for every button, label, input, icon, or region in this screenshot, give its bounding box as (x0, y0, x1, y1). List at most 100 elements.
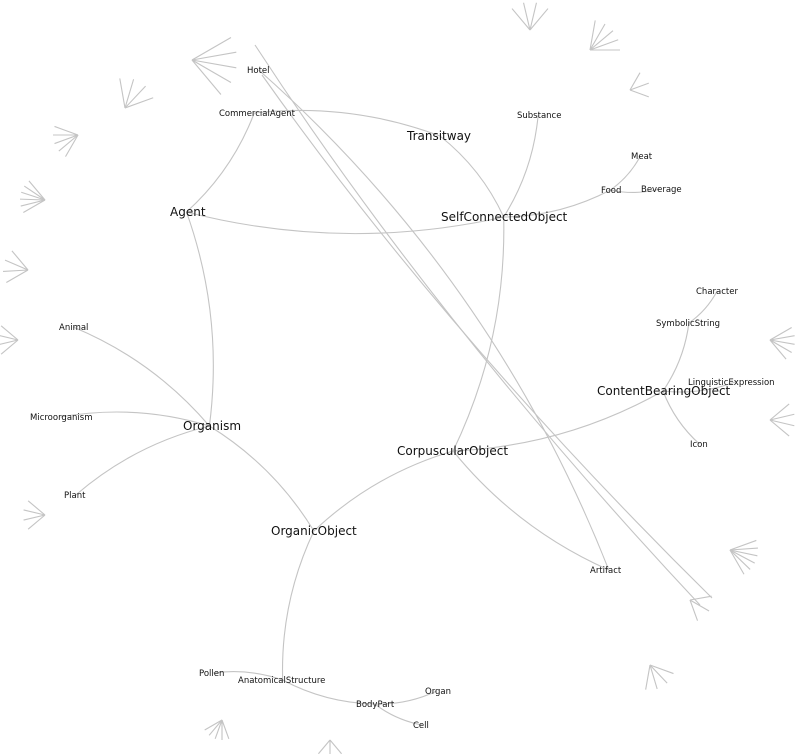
edge-CorpuscularObject-Artifact (452, 450, 610, 571)
leaf-branch (19, 198, 46, 201)
leaf-branch (729, 549, 745, 575)
leaf-branch (523, 2, 531, 31)
node-label-agent[interactable]: Agent (170, 205, 206, 219)
edge-Agent-CommercialAgent (186, 112, 255, 213)
leaf-branch (649, 664, 674, 675)
leaf-branch (769, 339, 792, 353)
edge-AnatomicalStructure-Pollen (213, 671, 283, 681)
node-label-contentbearingobject[interactable]: ContentBearingObject (597, 384, 731, 398)
leaf-branch (0, 339, 19, 345)
node-label-linguisticexpression[interactable]: LinguisticExpression (688, 378, 775, 388)
leaf-branch (6, 269, 29, 283)
node-label-microorganism[interactable]: Microorganism (30, 413, 92, 423)
leaf-branch (529, 8, 549, 31)
edge-Agent-SelfConnectedObject (186, 211, 504, 235)
node-label-plant[interactable]: Plant (64, 491, 86, 501)
node-label-organ[interactable]: Organ (425, 687, 451, 697)
leaf-branch (27, 500, 46, 516)
leaf-branch (54, 134, 79, 145)
leaf-branch (511, 8, 531, 31)
edge-ContentBearingObject-SymbolicString (662, 322, 690, 392)
edge-SelfConnectedObject-Substance (503, 114, 539, 218)
node-label-animal[interactable]: Animal (59, 323, 88, 333)
edge-Organism-Plant (75, 425, 210, 496)
leaf-branch (0, 339, 19, 355)
leaf-branch (329, 739, 342, 754)
leaf-branch (23, 185, 46, 201)
node-label-organism[interactable]: Organism (183, 419, 241, 433)
edge-BodyPart-Organ (374, 690, 437, 705)
edge-SelfConnectedObject-Food (503, 189, 611, 218)
leaf-branch (649, 664, 668, 684)
leaf-branch (769, 419, 790, 437)
edge-CorpuscularObject-OrganicObject (313, 450, 454, 532)
leaf-branch (124, 85, 146, 109)
leaf-branch (729, 549, 755, 564)
leaf-branch (23, 514, 46, 521)
leaf-branch (689, 599, 710, 612)
leaf-branch (191, 59, 232, 83)
edge-layer (60, 69, 736, 726)
edge-Food-Beverage (610, 188, 660, 194)
leaf-branch (191, 59, 237, 69)
leaf-branch (208, 719, 223, 736)
node-label-hotel[interactable]: Hotel (247, 66, 270, 76)
leaf-branch (124, 97, 154, 109)
node-label-transitway[interactable]: Transitway (406, 129, 471, 143)
leaf-branch (729, 547, 758, 551)
leaf-branch (23, 199, 46, 213)
leaf-branch (689, 595, 712, 601)
node-label-organicobject[interactable]: OrganicObject (271, 524, 357, 538)
leaf-branch (645, 664, 651, 690)
node-label-substance[interactable]: Substance (517, 111, 561, 121)
node-label-icon[interactable]: Icon (690, 440, 708, 450)
leaf-branch (729, 539, 757, 551)
node-label-corpuscularobject[interactable]: CorpuscularObject (397, 444, 508, 458)
leaf-branch (27, 514, 46, 530)
node-label-bodypart[interactable]: BodyPart (356, 700, 395, 710)
edge-Organism-Microorganism (60, 411, 210, 427)
leaf-branch (23, 509, 46, 516)
leaf-branch (729, 549, 758, 557)
leaf-branch (769, 413, 795, 421)
edge-OrganicObject-Organism (209, 425, 315, 532)
leaf-branch (214, 719, 223, 739)
leaf-branch (0, 335, 19, 341)
leaf-branch (21, 191, 46, 201)
edge-ContentBearingObject-Icon (662, 390, 700, 445)
leaf-branch (589, 20, 596, 51)
leaf-branch (589, 39, 619, 51)
leaf-branch (318, 739, 331, 754)
node-label-commercialagent[interactable]: CommercialAgent (219, 109, 296, 119)
leaf-branch (11, 250, 29, 271)
node-label-beverage[interactable]: Beverage (641, 185, 682, 195)
leaf-branch (529, 2, 537, 31)
node-label-anatomicalstructure[interactable]: AnatomicalStructure (238, 676, 325, 686)
node-label-artifact[interactable]: Artifact (590, 566, 622, 576)
leaf-branch (4, 259, 29, 271)
leaf-branch (124, 79, 135, 109)
node-label-character[interactable]: Character (696, 287, 738, 297)
leaf-branch (629, 89, 649, 98)
node-label-meat[interactable]: Meat (631, 152, 653, 162)
edge-SelfConnectedObject-Transitway (439, 135, 505, 218)
leaf-branch (204, 719, 223, 731)
leaf-branch (58, 134, 79, 152)
leaf-branch (769, 335, 795, 341)
leaf-branch (589, 30, 614, 51)
leaf-branch (0, 325, 19, 341)
node-label-food[interactable]: Food (601, 186, 621, 196)
node-label-selfconnectedobject[interactable]: SelfConnectedObject (441, 210, 568, 224)
node-label-cell[interactable]: Cell (413, 721, 429, 731)
edge-ContentBearingObject-LinguisticExpression (662, 381, 736, 393)
edge-SymbolicString-Character (688, 290, 718, 324)
node-label-pollen[interactable]: Pollen (199, 669, 224, 679)
edge-CorpuscularObject-ContentBearingObject (453, 390, 664, 452)
leaf-branch (629, 82, 649, 91)
edge-Organism-Animal (72, 326, 210, 427)
leaf-branch (649, 664, 658, 690)
node-label-symbolicstring[interactable]: SymbolicString (656, 319, 720, 329)
leaf-branch (28, 180, 46, 201)
leaf-branch (769, 403, 790, 421)
